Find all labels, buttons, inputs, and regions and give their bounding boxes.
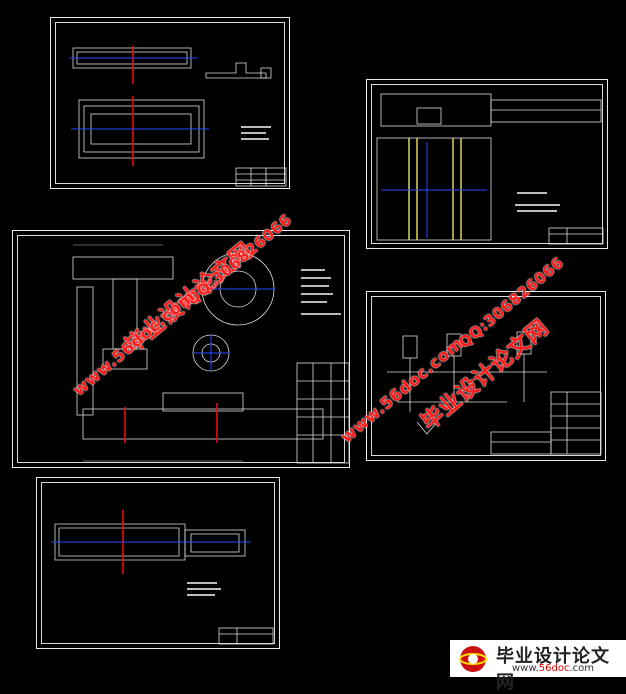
- guide-rail-drawing: [69, 46, 287, 187]
- drawing-sheet-assembly: 毕业设计论文网 QQ:306826066 www.56doc.com: [12, 211, 350, 468]
- globe-icon: [459, 646, 487, 672]
- drawing-sheet-guide-rail: [50, 17, 290, 189]
- sheet-frame: [17, 235, 345, 463]
- shaft-drawing: [51, 510, 274, 645]
- sheet-frame: [371, 296, 601, 456]
- fixture-plate-drawing: [376, 93, 604, 245]
- logo-url: www.56doc.com: [512, 663, 595, 674]
- sheet-frame: [55, 22, 285, 184]
- site-logo: 毕业设计论文网 www.56doc.com: [450, 640, 626, 693]
- drawing-sheet-shaft: [36, 477, 280, 649]
- sheet-frame: [371, 84, 603, 244]
- schematic-drawing: [387, 331, 602, 455]
- assembly-drawing: [72, 244, 350, 464]
- sheet-frame: [41, 482, 275, 644]
- drawing-sheet-schematic: www.56doc.com 毕业设计论文网 QQ:306826066: [337, 254, 606, 461]
- drawing-sheet-fixture-plate: [366, 79, 608, 249]
